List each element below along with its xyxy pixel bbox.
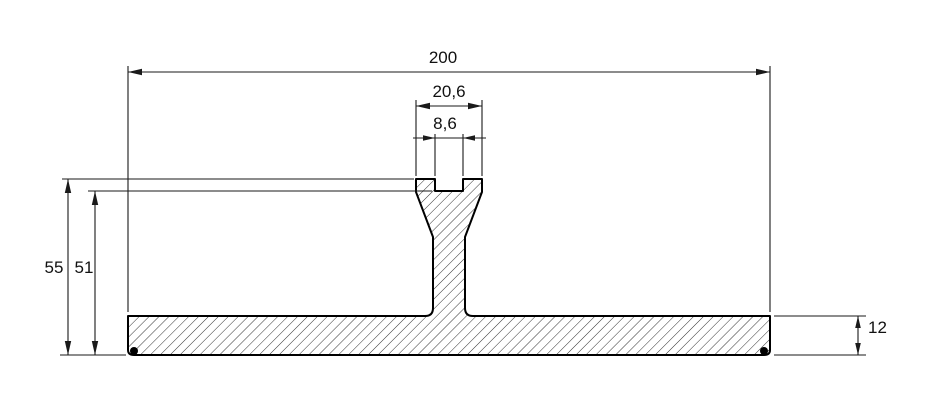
dim-label-slot-width: 8,6 xyxy=(433,114,457,133)
arrowhead xyxy=(416,102,430,110)
dim-flange-thickness: 12 xyxy=(774,315,887,356)
dim-label-overall-width: 200 xyxy=(429,48,457,67)
dim-overall-height: 55 xyxy=(45,178,414,356)
dim-inner-height: 51 xyxy=(75,190,432,355)
dim-label-head-width: 20,6 xyxy=(432,82,465,101)
arrowhead xyxy=(855,343,861,355)
corner-dot-left xyxy=(130,347,138,355)
corner-dot-right xyxy=(760,347,768,355)
arrowhead xyxy=(64,179,72,193)
arrowhead xyxy=(463,135,475,141)
arrowhead xyxy=(128,68,142,76)
profile-cross-section xyxy=(127,178,771,356)
arrowhead xyxy=(91,341,99,355)
arrowhead xyxy=(64,341,72,355)
dim-label-inner-height: 51 xyxy=(75,258,94,277)
dim-head-width: 20,6 xyxy=(415,82,483,176)
arrowhead xyxy=(855,316,861,328)
dim-slot-width: 8,6 xyxy=(413,114,486,176)
dim-label-overall-height: 55 xyxy=(45,258,64,277)
arrowhead xyxy=(91,191,99,205)
dim-label-flange-thickness: 12 xyxy=(868,318,887,337)
arrowhead xyxy=(468,102,482,110)
arrowhead xyxy=(423,135,435,141)
arrowhead xyxy=(756,68,770,76)
dim-overall-width: 200 xyxy=(127,48,771,312)
